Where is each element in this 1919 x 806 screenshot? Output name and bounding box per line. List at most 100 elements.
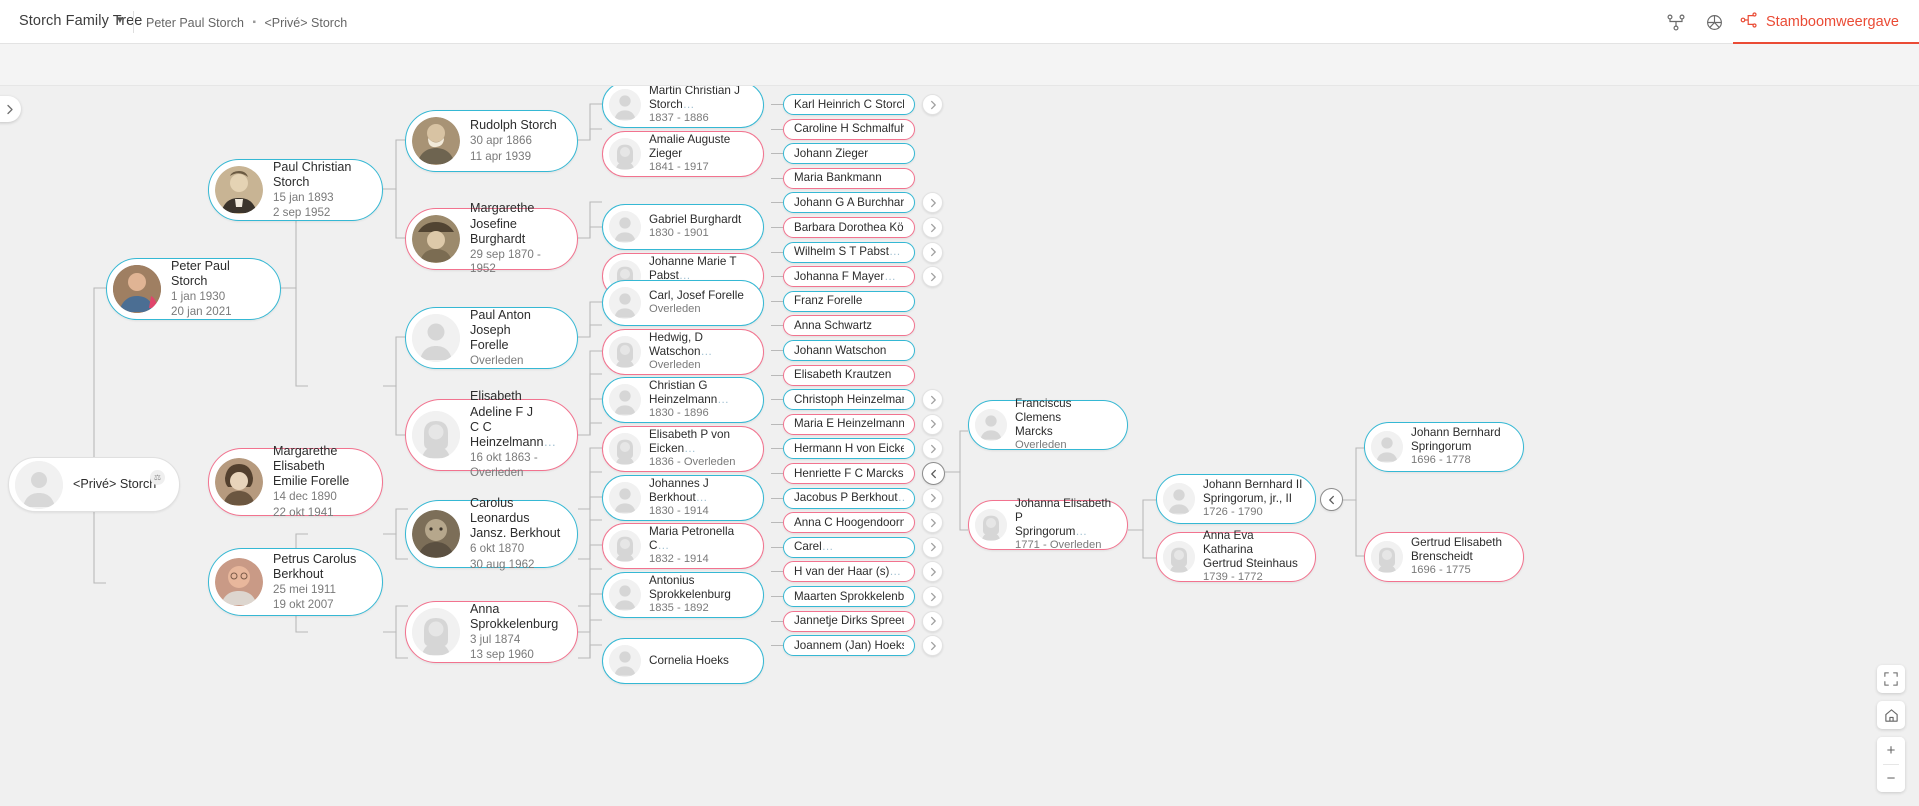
expand-button-p5[interactable] <box>922 217 943 238</box>
avatar <box>113 265 161 313</box>
expand-button-p17[interactable] <box>922 512 943 534</box>
tree-name-label[interactable]: Storch Family Tree <box>19 13 143 29</box>
tree-view-icon <box>1739 10 1759 34</box>
person-card-petrus-carolus-berkhout[interactable]: Petrus Carolus Berkhout 25 mei 1911 19 o… <box>208 548 383 616</box>
person-name-2: Brenscheidt <box>1411 550 1473 564</box>
expand-button-p4[interactable] <box>922 192 943 214</box>
collapse-button-p15[interactable] <box>922 462 945 485</box>
person-pill-p13[interactable]: Maria E Heinzelmann… <box>783 413 915 435</box>
person-death: 2 sep 1952 <box>273 206 331 220</box>
person-pill-p17[interactable]: Anna C Hoogendoorn… <box>783 512 915 534</box>
person-pill-p0[interactable]: Karl Heinrich C Storch… <box>783 94 915 115</box>
person-card-rudolph-storch[interactable]: Rudolph Storch 30 apr 1866 11 apr 1939 <box>405 110 578 172</box>
connector-stub <box>771 374 783 376</box>
pedigree-view-icon[interactable] <box>1657 2 1695 42</box>
tab-stamboomweergave[interactable]: Stamboomweergave <box>1733 0 1919 44</box>
person-pill-p12[interactable]: Christoph Heinzelmann… <box>783 389 915 411</box>
person-pill-p14[interactable]: Hermann H von Eicken… <box>783 438 915 460</box>
person-card-gertrud-elisabeth-brenscheidt[interactable]: Gertrud Elisabeth Brenscheidt 1696 - 177… <box>1364 532 1524 582</box>
person-pill-p22[interactable]: Joannem (Jan) Hoeks <box>783 635 915 657</box>
person-pill-p6[interactable]: Wilhelm S T Pabst… <box>783 241 915 263</box>
person-name: Christoph Heinzelmann… <box>794 392 904 406</box>
person-card-elisabeth-von-eicken[interactable]: Elisabeth P von Eicken… 1836 - Overleden <box>602 426 764 472</box>
expand-button-p16[interactable] <box>922 487 943 509</box>
truncation-ellipsis: … <box>543 434 557 449</box>
person-card-elisabeth-adeline-heinzelmann[interactable]: Elisabeth Adeline F J C C Heinzelmann… 1… <box>405 389 578 479</box>
person-card-anna-sprokkelenburg[interactable]: Anna Sprokkelenburg 3 jul 1874 13 sep 19… <box>405 601 578 663</box>
person-card-carl-josef-forelle[interactable]: Carl, Josef Forelle Overleden <box>602 280 764 326</box>
person-card-anna-eva-katharina-steinhaus[interactable]: Anna Eva Katharina Gertrud Steinhaus 173… <box>1156 529 1316 583</box>
person-card-private-root[interactable]: <Privé> Storch ⚖ <box>8 457 180 512</box>
person-card-margarethe-josefine-burghardt[interactable]: Margarethe Josefine Burghardt 29 sep 187… <box>405 201 578 275</box>
person-pill-p1[interactable]: Caroline H Schmalfuhs… <box>783 118 915 140</box>
expand-button-p19[interactable] <box>922 561 943 583</box>
breadcrumb-root[interactable]: Peter Paul Storch <box>146 16 244 30</box>
person-pill-p2[interactable]: Johann Zieger <box>783 143 915 165</box>
person-card-gabriel-burghardt[interactable]: Gabriel Burghardt 1830 - 1901 <box>602 204 764 250</box>
person-card-hedwig-watschon[interactable]: Hedwig, D Watschon… Overleden <box>602 329 764 375</box>
expand-button-p21[interactable] <box>922 610 943 632</box>
collapse-button-springorum[interactable] <box>1320 488 1343 511</box>
person-card-peter-paul-storch[interactable]: Peter Paul Storch 1 jan 1930 20 jan 2021 <box>106 258 281 320</box>
person-pill-p20[interactable]: Maarten Sprokkelenburg <box>783 586 915 607</box>
person-card-antonius-sprokkelenburg[interactable]: Antonius Sprokkelenburg 1835 - 1892 <box>602 572 764 618</box>
person-pill-p19[interactable]: H van der Haar (s)… <box>783 561 915 583</box>
expand-button-p22[interactable] <box>922 635 943 657</box>
person-pill-p3[interactable]: Maria Bankmann <box>783 167 915 189</box>
avatar <box>609 433 641 465</box>
person-name: Johanna F Mayer… <box>794 269 896 283</box>
expand-button-p6[interactable] <box>922 241 943 263</box>
family-tree-canvas[interactable]: <Privé> Storch ⚖ Peter Paul Storch 1 jan… <box>0 86 1919 806</box>
person-pill-p4[interactable]: Johann G A Burchhard… <box>783 192 915 214</box>
person-pill-p8[interactable]: Franz Forelle <box>783 290 915 312</box>
connector-stub <box>771 325 783 327</box>
expand-button-p20[interactable] <box>922 586 943 607</box>
sidebar-toggle-button[interactable] <box>0 96 21 122</box>
connector-stub <box>771 399 783 401</box>
person-death: 20 jan 2021 <box>171 305 232 319</box>
expand-button-p13[interactable] <box>922 413 943 435</box>
person-pill-p7[interactable]: Johanna F Mayer… <box>783 266 915 288</box>
person-card-amalie-auguste-zieger[interactable]: Amalie Auguste Zieger 1841 - 1917 <box>602 131 764 177</box>
breadcrumb-current[interactable]: <Privé> Storch <box>264 16 348 30</box>
expand-button-p0[interactable] <box>922 94 943 115</box>
avatar <box>609 138 641 170</box>
person-card-margarethe-elisabeth-forelle[interactable]: Margarethe Elisabeth Emilie Forelle 14 d… <box>208 444 383 519</box>
zoom-out-icon[interactable]: − <box>1877 765 1905 792</box>
fullscreen-icon[interactable] <box>1877 665 1905 693</box>
chevron-down-icon[interactable]: ▼ <box>115 15 125 26</box>
person-dates: Overleden <box>649 303 701 316</box>
zoom-in-icon[interactable]: + <box>1877 737 1905 764</box>
person-pill-p21[interactable]: Jannetje Dirks Spreeuw <box>783 610 915 632</box>
home-icon[interactable] <box>1877 701 1905 729</box>
person-card-johannes-berkhout[interactable]: Johannes J Berkhout… 1830 - 1914 <box>602 475 764 521</box>
sub-bar: 51 van 1054 personen <box>0 44 1919 122</box>
person-pill-p11[interactable]: Elisabeth Krautzen <box>783 364 915 386</box>
person-pill-p16[interactable]: Jacobus P Berkhout… <box>783 487 915 509</box>
person-card-cornelia-hoeks[interactable]: Cornelia Hoeks <box>602 638 764 684</box>
person-card-paul-christian-storch[interactable]: Paul Christian Storch 15 jan 1893 2 sep … <box>208 159 383 221</box>
person-card-johanna-elisabeth-springorum[interactable]: Johanna Elisabeth P Springorum… 1771 - O… <box>968 497 1128 551</box>
person-card-christian-heinzelmann[interactable]: Christian G Heinzelmann… 1830 - 1896 <box>602 377 764 423</box>
person-pill-p18[interactable]: Carel… <box>783 536 915 558</box>
expand-button-p14[interactable] <box>922 438 943 460</box>
person-card-franciscus-clemens-marcks[interactable]: Franciscus Clemens Marcks Overleden <box>968 397 1128 451</box>
expand-button-p7[interactable] <box>922 266 943 288</box>
person-pill-p10[interactable]: Johann Watschon <box>783 340 915 361</box>
fan-chart-view-icon[interactable] <box>1695 2 1733 42</box>
person-card-johann-bernhard-ii-springorum[interactable]: Johann Bernhard II Springorum, jr., II 1… <box>1156 474 1316 524</box>
person-pill-p5[interactable]: Barbara Dorothea König <box>783 217 915 238</box>
avatar <box>609 384 641 416</box>
expand-button-p12[interactable] <box>922 389 943 411</box>
person-card-martin-christian-storch[interactable]: Martin Christian J Storch… 1837 - 1886 <box>602 86 764 128</box>
person-name: Jacobus P Berkhout… <box>794 491 904 505</box>
person-card-paul-anton-joseph-forelle[interactable]: Paul Anton Joseph Forelle Overleden <box>405 307 578 369</box>
person-pill-p15[interactable]: Henriette F C Marcks… <box>783 463 915 484</box>
expand-button-p18[interactable] <box>922 536 943 558</box>
person-card-carolus-leonardus-berkhout[interactable]: Carolus Leonardus Jansz. Berkhout 6 okt … <box>405 496 578 571</box>
person-pill-p9[interactable]: Anna Schwartz <box>783 315 915 337</box>
person-card-johann-bernhard-springorum[interactable]: Johann Bernhard Springorum 1696 - 1778 <box>1364 422 1524 472</box>
connector-stub <box>771 596 783 597</box>
person-card-maria-petronella[interactable]: Maria Petronella C… 1832 - 1914 <box>602 523 764 569</box>
person-name: Gabriel Burghardt <box>649 213 742 227</box>
